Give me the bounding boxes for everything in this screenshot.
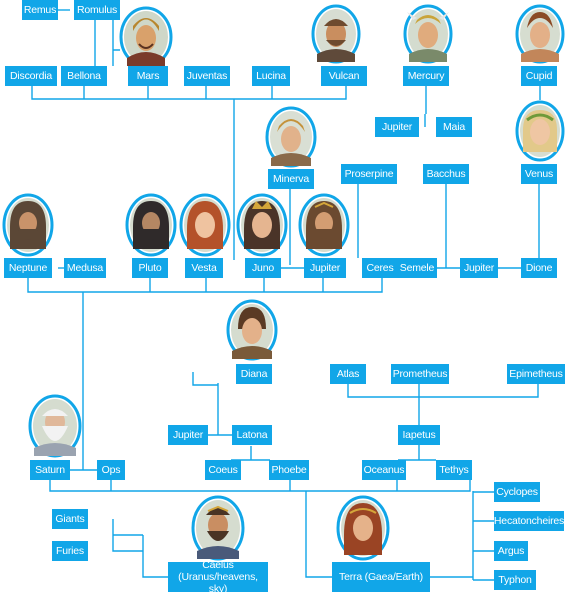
node-semele[interactable]: Semele (397, 258, 437, 278)
node-mercury[interactable]: Mercury (403, 66, 449, 86)
node-medusa[interactable]: Medusa (64, 258, 106, 278)
minerva-portrait-icon (265, 106, 317, 168)
node-epimetheus[interactable]: Epimetheus (507, 364, 565, 384)
terra-portrait-icon (336, 495, 390, 561)
node-iapetus[interactable]: Iapetus (398, 425, 440, 445)
pluto-portrait-icon (125, 193, 177, 257)
node-proserpine[interactable]: Proserpine (341, 164, 397, 184)
node-ops[interactable]: Ops (97, 460, 125, 480)
mars-portrait-icon (119, 6, 173, 68)
node-pluto[interactable]: Pluto (132, 258, 168, 278)
node-vesta[interactable]: Vesta (185, 258, 223, 278)
node-romulus[interactable]: Romulus (74, 0, 120, 20)
node-cupid[interactable]: Cupid (521, 66, 557, 86)
node-phoebe[interactable]: Phoebe (269, 460, 309, 480)
node-juventas[interactable]: Juventas (184, 66, 230, 86)
node-venus[interactable]: Venus (521, 164, 557, 184)
mercury-portrait-icon (403, 4, 453, 64)
node-discordia[interactable]: Discordia (5, 66, 57, 86)
node-neptune[interactable]: Neptune (4, 258, 52, 278)
node-bacchus[interactable]: Bacchus (423, 164, 469, 184)
node-jupiter-maia[interactable]: Jupiter (375, 117, 419, 137)
node-furies[interactable]: Furies (52, 541, 88, 561)
diana-portrait-icon (226, 299, 278, 361)
node-tethys[interactable]: Tethys (436, 460, 472, 480)
node-ceres[interactable]: Ceres (362, 258, 398, 278)
node-prometheus[interactable]: Prometheus (391, 364, 449, 384)
node-mars[interactable]: Mars (128, 66, 168, 86)
node-giants[interactable]: Giants (52, 509, 88, 529)
node-jupiter-main[interactable]: Jupiter (304, 258, 346, 278)
saturn-portrait-icon (28, 394, 82, 458)
node-dione[interactable]: Dione (521, 258, 557, 278)
node-argus[interactable]: Argus (494, 541, 528, 561)
juno-portrait-icon (236, 193, 288, 257)
cupid-portrait-icon (515, 4, 565, 64)
node-latona[interactable]: Latona (232, 425, 272, 445)
node-coeus[interactable]: Coeus (205, 460, 241, 480)
node-minerva[interactable]: Minerva (268, 169, 314, 189)
node-diana[interactable]: Diana (236, 364, 272, 384)
node-remus[interactable]: Remus (22, 0, 58, 20)
jupiter-portrait-icon (298, 193, 350, 257)
caelus-portrait-icon (191, 495, 245, 561)
node-hecatoncheires[interactable]: Hecatoncheires (494, 511, 564, 531)
node-juno[interactable]: Juno (245, 258, 281, 278)
node-vulcan[interactable]: Vulcan (321, 66, 367, 86)
neptune-portrait-icon (2, 193, 54, 257)
node-atlas[interactable]: Atlas (330, 364, 366, 384)
node-saturn[interactable]: Saturn (30, 460, 70, 480)
node-bellona[interactable]: Bellona (61, 66, 107, 86)
venus-portrait-icon (515, 100, 565, 162)
vesta-portrait-icon (179, 193, 231, 257)
node-oceanus[interactable]: Oceanus (362, 460, 406, 480)
node-jupiter-latona[interactable]: Jupiter (168, 425, 208, 445)
node-jupiter-semele[interactable]: Jupiter (460, 258, 498, 278)
node-lucina[interactable]: Lucina (252, 66, 290, 86)
node-cyclopes[interactable]: Cyclopes (494, 482, 540, 502)
node-typhon[interactable]: Typhon (494, 570, 536, 590)
node-terra[interactable]: Terra (Gaea/Earth) (332, 562, 430, 592)
vulcan-portrait-icon (311, 4, 361, 64)
node-maia[interactable]: Maia (436, 117, 472, 137)
node-caelus[interactable]: Caelus (Uranus/heavens, sky) (168, 559, 268, 595)
